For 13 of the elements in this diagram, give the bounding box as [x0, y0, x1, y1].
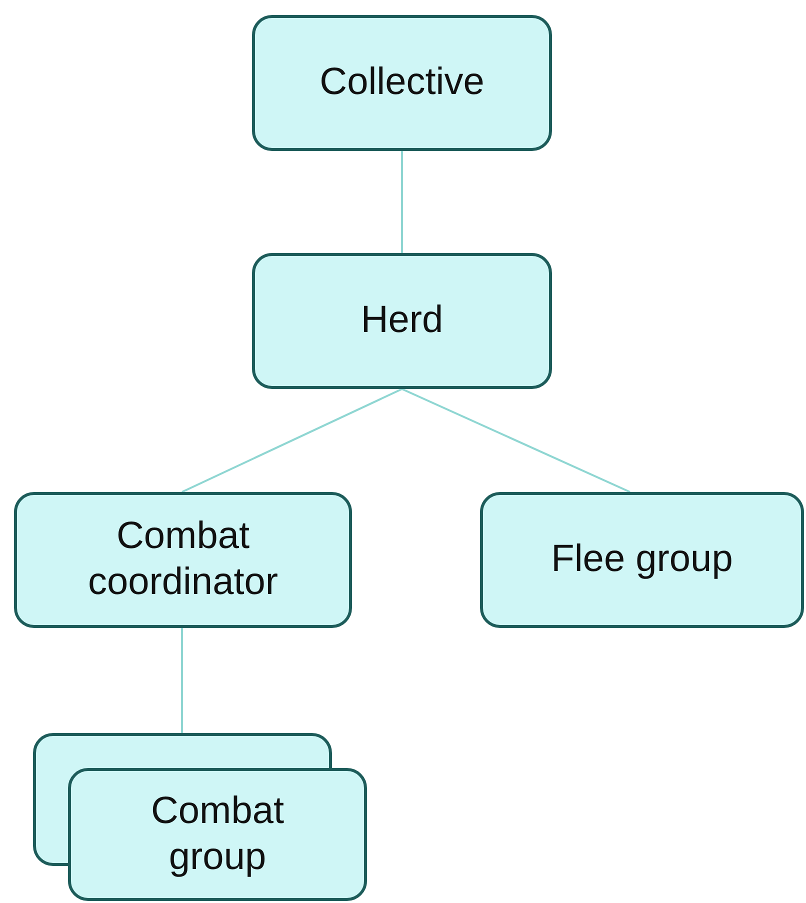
- connector-line: [401, 151, 403, 253]
- process-box: [14, 492, 352, 628]
- node-label: Combat group: [150, 788, 286, 880]
- node-label: Herd: [360, 298, 444, 344]
- process-box: [480, 492, 804, 628]
- connector-line: [182, 388, 402, 493]
- node-label: Combat coordinator: [86, 514, 280, 605]
- connector-line: [181, 628, 183, 733]
- process-box: [252, 253, 552, 389]
- node-label: Collective: [320, 60, 484, 106]
- node-label: Flee group: [551, 537, 733, 582]
- connector-line: [402, 388, 630, 493]
- process-box: [252, 15, 552, 151]
